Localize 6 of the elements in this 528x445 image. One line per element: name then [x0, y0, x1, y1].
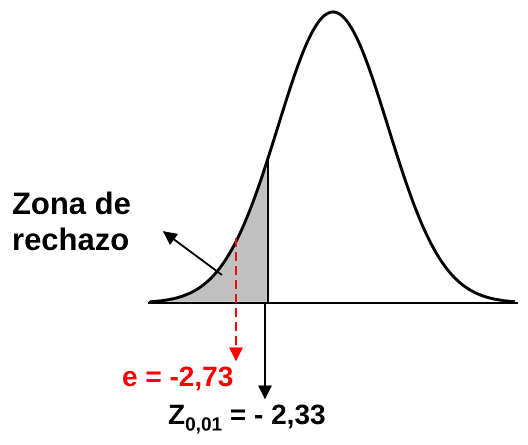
arrow	[162, 231, 223, 276]
annotation-label: Z$_{0,01}$ = - 2,33	[168, 398, 338, 432]
arrow	[258, 303, 272, 400]
annotation-label: Zona de rechazo	[12, 186, 164, 258]
annotation-label: e = -2,73	[122, 360, 238, 394]
arrow	[229, 238, 243, 362]
